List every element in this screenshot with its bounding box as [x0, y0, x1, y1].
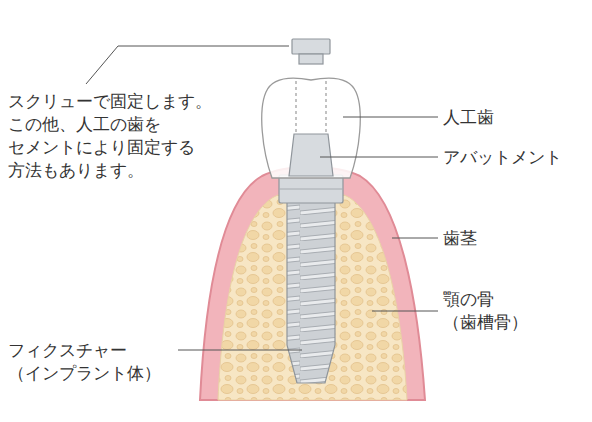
fixture	[287, 202, 335, 383]
fixture-collar	[279, 175, 343, 203]
part-name: 顎の骨 （歯槽骨）	[443, 288, 553, 334]
screw-shaft	[299, 54, 323, 64]
abutment	[289, 134, 333, 176]
part-name: 人工歯	[443, 106, 583, 129]
part-name: 歯茎	[443, 227, 583, 250]
part-name: アバットメント	[443, 146, 588, 169]
artificial-tooth	[262, 78, 361, 178]
jaw-bone	[218, 189, 407, 400]
note-text: スクリューで固定します。 この他、人工の歯を セメントにより固定する 方法もあり…	[8, 90, 260, 182]
part-name: フィクスチャー （インプラント体）	[8, 339, 173, 385]
gum	[200, 167, 425, 400]
screw-head	[292, 39, 330, 54]
